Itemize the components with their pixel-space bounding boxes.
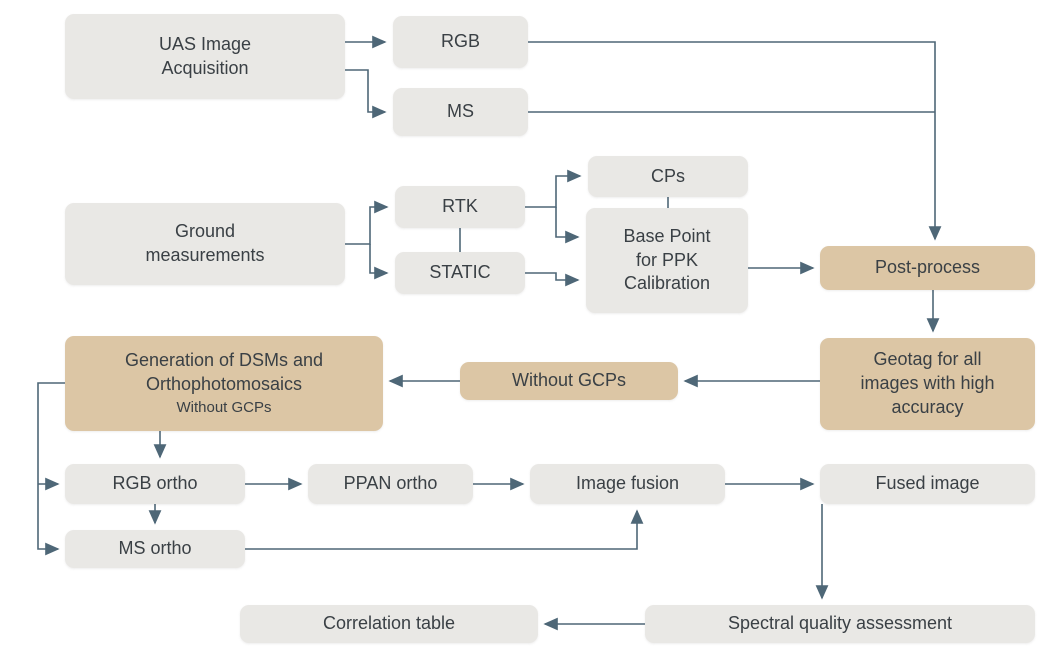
node-label: UAS Image Acquisition xyxy=(158,33,252,78)
node-label: MS xyxy=(447,101,474,122)
node-label: Ground measurements xyxy=(145,221,265,265)
node-label: Post-process xyxy=(874,257,981,278)
node-label: CPs xyxy=(650,165,685,186)
node-rgb: RGB xyxy=(393,16,528,68)
node-fused-image: Fused image xyxy=(820,464,1035,504)
edge-uas-ms xyxy=(345,69,387,119)
node-label: RTK xyxy=(442,196,478,217)
node-label: Without GCPs xyxy=(511,370,627,391)
node-ground-measurements: Ground measurements xyxy=(65,203,345,285)
node-label: MS ortho xyxy=(118,538,192,559)
edge-generation-msortho-left xyxy=(37,382,65,556)
edge-rtk-basepoint xyxy=(555,207,580,244)
node-label: PPAN ortho xyxy=(343,473,438,494)
node-image-fusion: Image fusion xyxy=(530,464,725,504)
node-cps: CPs xyxy=(588,156,748,197)
node-label: Spectral quality assessment xyxy=(727,613,953,634)
node-label: Correlation table xyxy=(322,613,456,634)
node-correlation-table: Correlation table xyxy=(240,605,538,643)
node-spectral-quality-assessment: Spectral quality assessment xyxy=(645,605,1035,643)
edge-rtk-cps xyxy=(525,169,582,208)
node-label: Image fusion xyxy=(575,473,680,494)
node-post-process: Post-process xyxy=(820,246,1035,290)
node-label: Generation of DSMs and Orthophotomosaics xyxy=(124,349,324,394)
node-generation-dsm-orthophotomosaics: Generation of DSMs and Orthophotomosaics… xyxy=(65,336,383,431)
edge-ground-rtk xyxy=(345,200,389,245)
node-label: Fused image xyxy=(875,473,980,494)
node-uas-image-acquisition: UAS Image Acquisition xyxy=(65,14,345,99)
node-geotag-high-accuracy: Geotag for all images with high accuracy xyxy=(820,338,1035,430)
node-without-gcps: Without GCPs xyxy=(460,362,678,400)
node-base-point-ppk: Base Point for PPK Calibration xyxy=(586,208,748,313)
node-ms-ortho: MS ortho xyxy=(65,530,245,568)
edge-msortho-imagefusion xyxy=(245,509,644,550)
node-static: STATIC xyxy=(395,252,525,294)
node-label: Geotag for all images with high accuracy xyxy=(860,349,995,417)
node-rtk: RTK xyxy=(395,186,525,228)
node-label: STATIC xyxy=(429,262,491,283)
node-label: RGB ortho xyxy=(112,473,198,494)
node-ppan-ortho: PPAN ortho xyxy=(308,464,473,504)
node-sublabel: Without GCPs xyxy=(176,399,272,417)
node-rgb-ortho: RGB ortho xyxy=(65,464,245,504)
edge-ground-static xyxy=(369,244,389,280)
node-label: Base Point for PPK Calibration xyxy=(623,225,711,294)
edge-static-basepoint xyxy=(525,272,580,287)
node-label: RGB xyxy=(440,31,480,52)
node-ms: MS xyxy=(393,88,528,136)
